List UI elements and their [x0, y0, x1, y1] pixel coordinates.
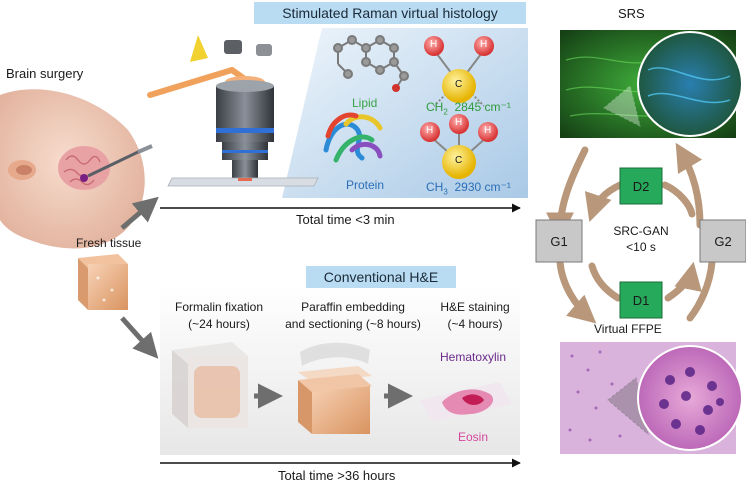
step2-time: and sectioning (~8 hours)	[285, 317, 421, 331]
protein-ribbon-icon	[323, 112, 383, 163]
brain-surgery-label: Brain surgery	[6, 66, 84, 81]
srs-image	[560, 30, 743, 138]
d1-label: D1	[632, 292, 650, 308]
step2-title: Paraffin embedding	[301, 300, 405, 314]
microscope-illustration	[147, 35, 319, 187]
he-total-time: Total time >36 hours	[278, 468, 396, 483]
srs-banner: Stimulated Raman virtual histology	[254, 2, 526, 24]
g1-box	[535, 219, 583, 263]
gan-cycle-arrows	[546, 142, 716, 324]
lipid-molecule-icon	[333, 35, 409, 92]
hematoxylin-label: Hematoxylin	[440, 350, 507, 364]
g1-label: G1	[550, 233, 568, 249]
h-atom-label: H	[455, 117, 463, 128]
d2-label: D2	[632, 178, 650, 194]
ch2-molecule-icon	[424, 36, 494, 107]
fresh-tissue-block	[78, 254, 128, 310]
h-atom-label: H	[484, 125, 492, 136]
step1-time: (~24 hours)	[188, 317, 250, 331]
step3-time: (~4 hours)	[447, 317, 503, 331]
fresh-tissue-label: Fresh tissue	[76, 236, 142, 250]
d2-box	[619, 167, 663, 205]
g2-label: G2	[714, 233, 732, 249]
c-atom-label: C	[455, 79, 463, 90]
protein-label: Protein	[346, 178, 385, 192]
formalin-cube	[172, 342, 248, 428]
virtual-ffpe-image	[560, 342, 743, 454]
head-illustration	[0, 89, 145, 249]
step3-title: H&E staining	[440, 300, 510, 314]
srs-total-time: Total time <3 min	[296, 212, 395, 227]
c-atom-label: C	[455, 155, 463, 166]
h-atom-label: H	[430, 39, 438, 50]
d1-box	[619, 281, 663, 319]
gan-name: SRC-GAN	[613, 224, 669, 238]
step1-title: Formalin fixation	[174, 300, 264, 314]
h-atom-label: H	[480, 39, 488, 50]
surgical-probe	[87, 144, 153, 178]
ch3-molecule-icon	[420, 114, 498, 179]
ch3-label: CH3 2930 cm⁻¹	[426, 180, 511, 197]
srs-title: SRS	[618, 6, 645, 21]
he-banner: Conventional H&E	[306, 266, 456, 288]
h-atom-label: H	[426, 125, 434, 136]
arrow-to-srs	[120, 196, 159, 230]
lipid-label: Lipid	[352, 96, 378, 110]
eosin-label: Eosin	[458, 430, 489, 444]
ch2-label: CH2 2845 cm⁻¹	[426, 100, 511, 117]
gan-time: <10 s	[626, 240, 656, 254]
virtual-ffpe-title: Virtual FFPE	[594, 322, 662, 336]
g2-box	[699, 219, 746, 263]
paraffin-block	[298, 342, 372, 434]
he-stained-slice	[420, 382, 512, 422]
arrow-to-he	[120, 316, 159, 359]
